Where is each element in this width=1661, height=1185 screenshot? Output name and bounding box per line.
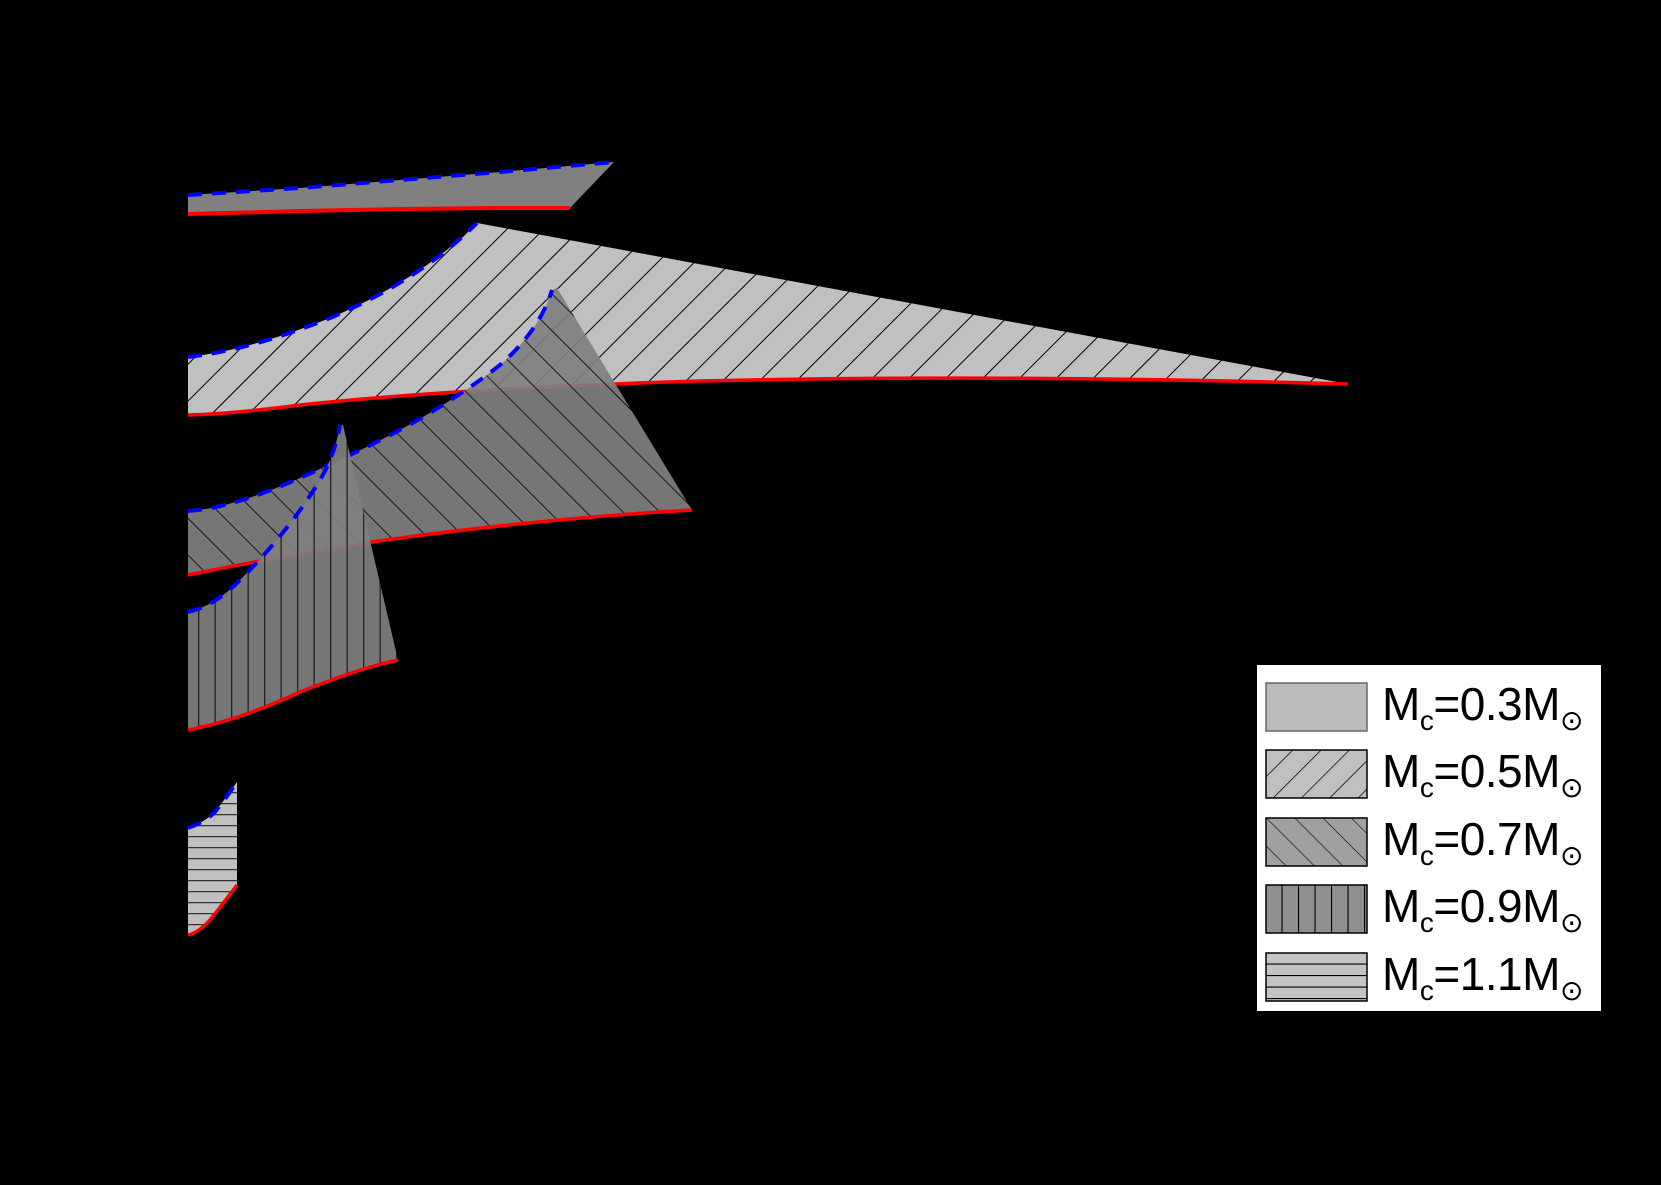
legend-label: Mc=1.1M⊙ (1382, 947, 1583, 1006)
legend-item-mc-1-1: Mc=1.1M⊙ (1265, 943, 1593, 1011)
legend: Mc=0.3M⊙ Mc=0.5M⊙ Mc=0.7M⊙ Mc=0.9M⊙ Mc=1… (1257, 665, 1601, 1011)
band-mc-0-9 (187, 424, 399, 732)
legend-item-mc-0-9: Mc=0.9M⊙ (1265, 876, 1593, 944)
upper-boundary-line (187, 424, 342, 614)
legend-swatch-back-hatch (1265, 817, 1368, 867)
lower-boundary-line (187, 883, 239, 937)
legend-item-mc-0-5: Mc=0.5M⊙ (1265, 741, 1593, 809)
legend-swatch-solid (1265, 682, 1368, 732)
sun-symbol-icon: ⊙ (1559, 772, 1583, 804)
sun-symbol-icon: ⊙ (1559, 974, 1583, 1006)
band-mc-1-1 (187, 780, 239, 937)
legend-label: Mc=0.7M⊙ (1382, 812, 1583, 871)
band-mc-0-5 (187, 221, 1349, 417)
upper-boundary-line (187, 160, 615, 197)
legend-item-mc-0-7: Mc=0.7M⊙ (1265, 808, 1593, 876)
sun-symbol-icon: ⊙ (1559, 704, 1583, 736)
legend-label: Mc=0.5M⊙ (1382, 745, 1583, 804)
legend-item-mc-0-3: Mc=0.3M⊙ (1265, 673, 1593, 741)
lower-boundary-line (187, 376, 1349, 417)
upper-boundary-line (187, 221, 479, 359)
sun-symbol-icon: ⊙ (1559, 907, 1583, 939)
sun-symbol-icon: ⊙ (1559, 839, 1583, 871)
band-mc-0-3 (187, 160, 615, 216)
legend-swatch-vertical-hatch (1265, 884, 1368, 934)
legend-swatch-horizontal-hatch (1265, 952, 1368, 1002)
legend-label: Mc=0.3M⊙ (1382, 677, 1583, 736)
upper-boundary-line (187, 780, 239, 830)
lower-boundary-line (187, 658, 399, 732)
upper-boundary-line (187, 289, 554, 513)
legend-swatch-forward-hatch (1265, 749, 1368, 799)
lower-boundary-line (187, 206, 570, 216)
legend-label: Mc=0.9M⊙ (1382, 880, 1583, 939)
